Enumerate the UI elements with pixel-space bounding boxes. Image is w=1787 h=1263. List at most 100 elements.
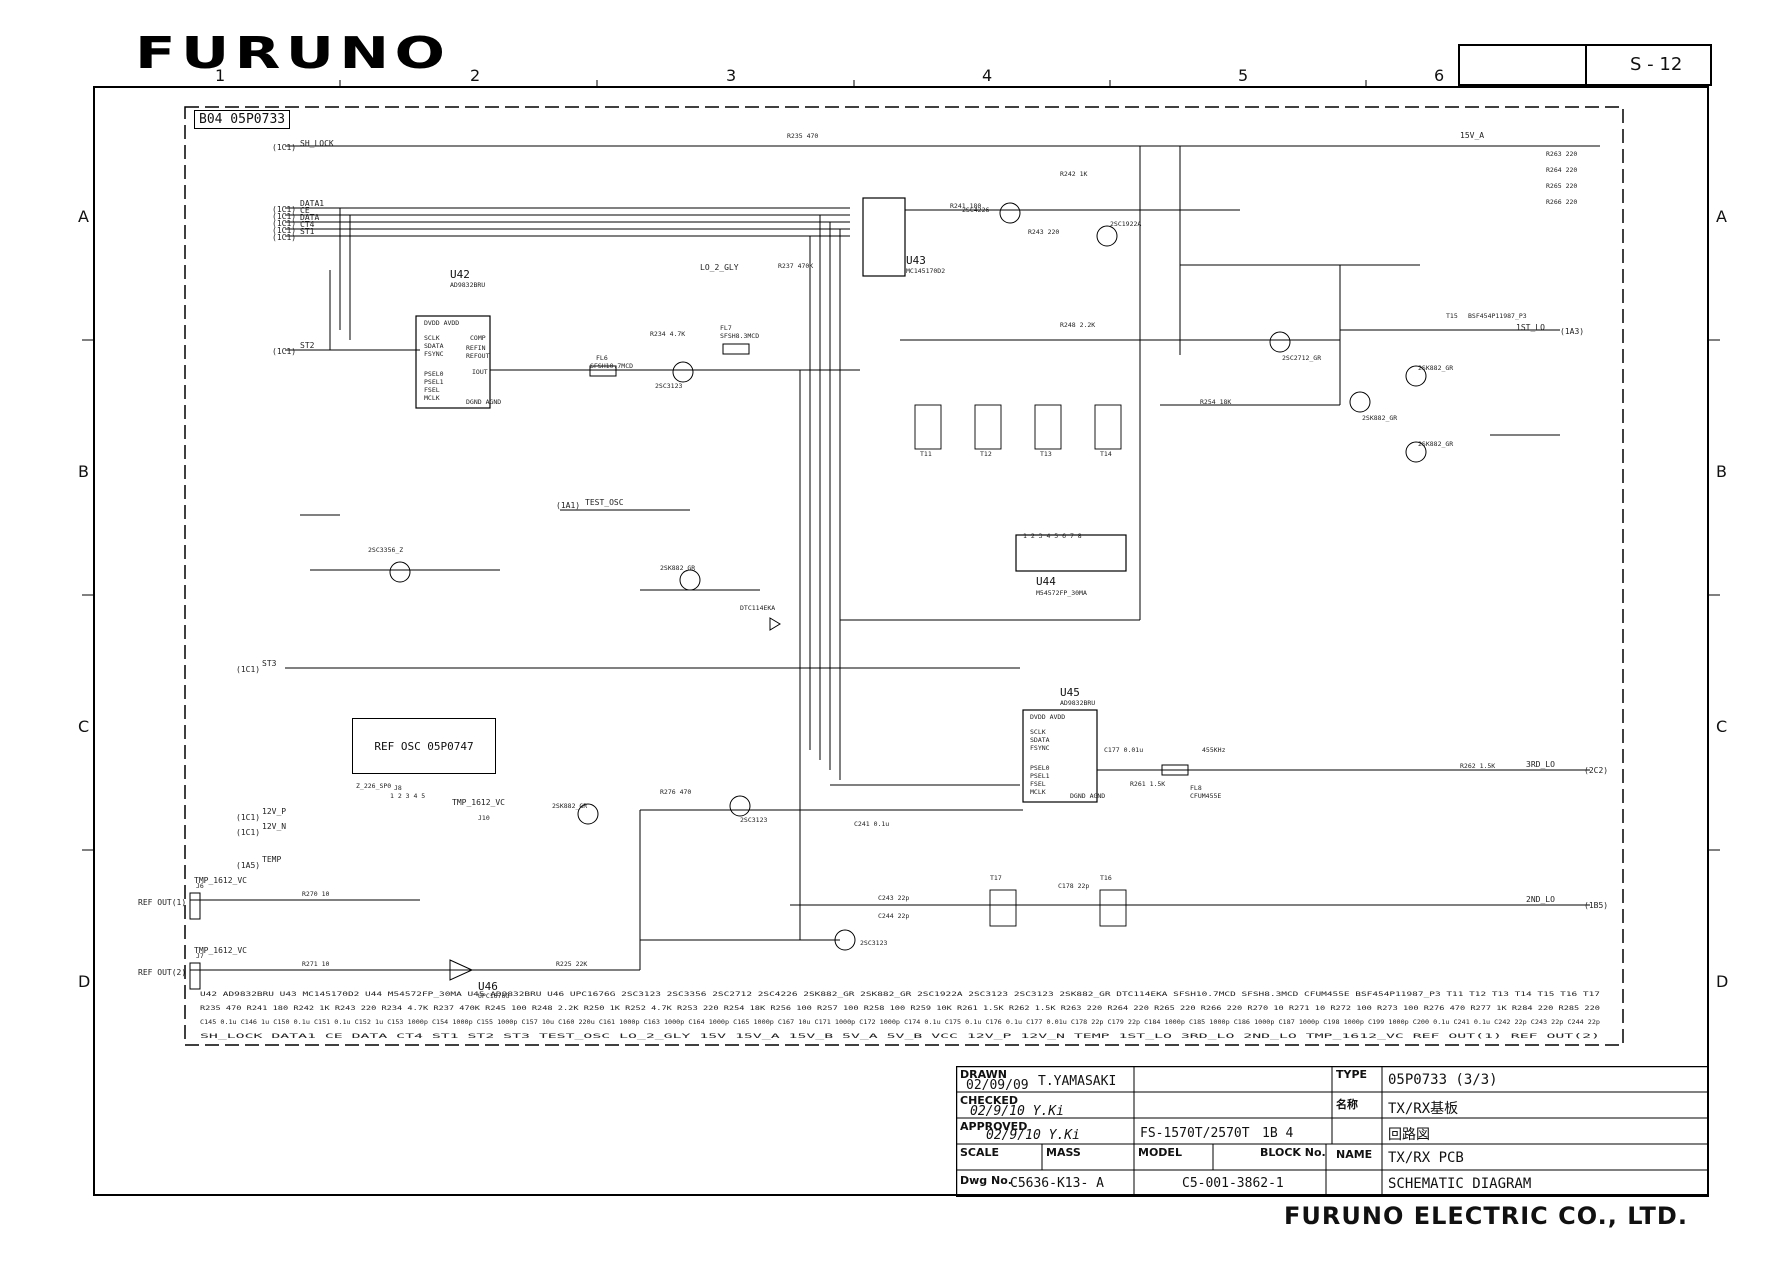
col-label-4: 4 bbox=[982, 66, 993, 85]
checked-value: 02/9/10 Y.Ki bbox=[970, 1104, 1064, 1119]
svg-text:SFSH8.3MCD: SFSH8.3MCD bbox=[720, 332, 759, 340]
svg-text:2SK882_GR: 2SK882_GR bbox=[552, 802, 587, 810]
svg-text:ST2: ST2 bbox=[300, 341, 315, 350]
svg-text:TMP_1612_VC: TMP_1612_VC bbox=[194, 946, 247, 955]
svg-text:DATA: DATA bbox=[300, 213, 319, 222]
svg-text:ST3: ST3 bbox=[262, 659, 277, 668]
svg-text:FL7: FL7 bbox=[720, 324, 732, 332]
svg-text:2SK882_GR: 2SK882_GR bbox=[1418, 364, 1453, 372]
svg-text:U43: U43 bbox=[906, 254, 926, 267]
svg-text:IOUT: IOUT bbox=[472, 368, 488, 376]
row-label-c-right: C bbox=[1716, 717, 1728, 736]
svg-text:(1C1): (1C1) bbox=[272, 143, 296, 152]
svg-text:3RD_LO: 3RD_LO bbox=[1526, 760, 1555, 769]
resistors-list: R235 470 R241 180 R242 1K R243 220 R234 … bbox=[200, 1004, 1600, 1012]
name-label: NAME bbox=[1336, 1148, 1373, 1161]
svg-text:M54572FP_30MA: M54572FP_30MA bbox=[1036, 589, 1087, 597]
furuno-logo: FURUNO bbox=[135, 28, 451, 79]
svg-text:(1A3): (1A3) bbox=[1560, 327, 1584, 336]
svg-text:FSYNC: FSYNC bbox=[1030, 744, 1050, 752]
svg-text:R276 470: R276 470 bbox=[660, 788, 691, 796]
svg-text:R243 220: R243 220 bbox=[1028, 228, 1059, 236]
dwg-label: Dwg No. bbox=[960, 1174, 1012, 1187]
name-value: TX/RX PCB bbox=[1388, 1150, 1464, 1166]
svg-text:J8: J8 bbox=[394, 784, 402, 792]
svg-text:CFUM455E: CFUM455E bbox=[1190, 792, 1221, 800]
svg-text:(1C1): (1C1) bbox=[236, 665, 260, 674]
svg-text:2SK882_GR: 2SK882_GR bbox=[1418, 440, 1453, 448]
mass-label: MASS bbox=[1046, 1146, 1081, 1159]
svg-text:R234 4.7K: R234 4.7K bbox=[650, 330, 685, 338]
svg-text:R262 1.5K: R262 1.5K bbox=[1460, 762, 1495, 770]
svg-text:CE: CE bbox=[300, 206, 310, 215]
svg-text:J6: J6 bbox=[196, 882, 204, 890]
svg-text:COMP: COMP bbox=[470, 334, 486, 342]
svg-text:(1C1): (1C1) bbox=[236, 813, 260, 822]
svg-text:BSF454P11987_P3: BSF454P11987_P3 bbox=[1468, 312, 1527, 320]
svg-text:SDATA: SDATA bbox=[1030, 736, 1050, 744]
svg-text:ST1: ST1 bbox=[300, 227, 315, 236]
row-label-a-right: A bbox=[1716, 207, 1727, 226]
svg-text:J7: J7 bbox=[196, 952, 204, 960]
svg-text:T17: T17 bbox=[990, 874, 1002, 882]
svg-text:CT4: CT4 bbox=[300, 220, 315, 229]
svg-text:(1C1): (1C1) bbox=[272, 205, 296, 214]
svg-text:(1C1): (1C1) bbox=[272, 219, 296, 228]
board-tag: B04 05P0733 bbox=[194, 110, 291, 129]
svg-text:(1C1): (1C1) bbox=[272, 233, 296, 242]
scale-label: SCALE bbox=[960, 1146, 1000, 1159]
svg-text:AD9832BRU: AD9832BRU bbox=[450, 281, 485, 289]
svg-text:R235 470: R235 470 bbox=[787, 132, 818, 140]
svg-text:C241 0.1u: C241 0.1u bbox=[854, 820, 889, 828]
dwg-value-2: C5-001-3862-1 bbox=[1182, 1176, 1284, 1191]
svg-text:T12: T12 bbox=[980, 450, 992, 458]
svg-text:U44: U44 bbox=[1036, 575, 1056, 588]
svg-text:R266 220: R266 220 bbox=[1546, 198, 1577, 206]
model-value: FS-1570T/2570T bbox=[1140, 1126, 1250, 1141]
svg-text:DGND AGND: DGND AGND bbox=[466, 398, 501, 406]
svg-text:FSYNC: FSYNC bbox=[424, 350, 444, 358]
svg-text:2SC1922A: 2SC1922A bbox=[1110, 220, 1141, 228]
svg-text:(1C1): (1C1) bbox=[272, 212, 296, 221]
svg-text:REFOUT: REFOUT bbox=[466, 352, 490, 360]
row-label-d-right: D bbox=[1716, 972, 1729, 991]
block-label: BLOCK No. bbox=[1260, 1146, 1326, 1159]
svg-text:(2C2): (2C2) bbox=[1584, 766, 1608, 775]
svg-text:DVDD AVDD: DVDD AVDD bbox=[424, 319, 459, 327]
svg-text:2SK882_GR: 2SK882_GR bbox=[1362, 414, 1397, 422]
svg-text:T15: T15 bbox=[1446, 312, 1458, 320]
dwg-value: C5636-K13- A bbox=[1010, 1176, 1104, 1191]
drawn-by: T.YAMASAKI bbox=[1038, 1074, 1117, 1089]
svg-text:SCLK: SCLK bbox=[1030, 728, 1046, 736]
svg-text:2SC3123: 2SC3123 bbox=[740, 816, 767, 824]
svg-text:1 2 3 4 5: 1 2 3 4 5 bbox=[390, 792, 425, 800]
col-label-5: 5 bbox=[1238, 66, 1249, 85]
name-jp-label: 名称 bbox=[1336, 1098, 1358, 1111]
svg-text:(1B5): (1B5) bbox=[1584, 901, 1608, 910]
svg-text:R242 1K: R242 1K bbox=[1060, 170, 1087, 178]
row-label-c-left: C bbox=[78, 717, 90, 736]
svg-text:REF OUT(2): REF OUT(2) bbox=[138, 968, 186, 977]
drawn-label: DRAWN bbox=[960, 1068, 1007, 1081]
svg-text:2SC3123: 2SC3123 bbox=[655, 382, 682, 390]
svg-text:(1C1): (1C1) bbox=[272, 347, 296, 356]
svg-text:T16: T16 bbox=[1100, 874, 1112, 882]
approved-label: APPROVED bbox=[960, 1120, 1028, 1133]
svg-text:SFSH10.7MCD: SFSH10.7MCD bbox=[590, 362, 633, 370]
components-list: U42 AD9832BRU U43 MC145170D2 U44 M54572F… bbox=[200, 990, 1600, 998]
svg-text:T14: T14 bbox=[1100, 450, 1112, 458]
row-label-a-left: A bbox=[78, 207, 89, 226]
svg-text:FL6: FL6 bbox=[596, 354, 608, 362]
svg-text:R254 18K: R254 18K bbox=[1200, 398, 1231, 406]
svg-text:2SK882_GR: 2SK882_GR bbox=[660, 564, 695, 572]
svg-text:R237 470K: R237 470K bbox=[778, 262, 813, 270]
svg-text:PSEL0: PSEL0 bbox=[1030, 764, 1050, 772]
svg-text:SCLK: SCLK bbox=[424, 334, 440, 342]
svg-text:2SC2712_GR: 2SC2712_GR bbox=[1282, 354, 1321, 362]
svg-text:REF OUT(1): REF OUT(1) bbox=[138, 898, 186, 907]
svg-text:C178 22p: C178 22p bbox=[1058, 882, 1089, 890]
model-label: MODEL bbox=[1138, 1146, 1182, 1159]
svg-text:2SC3356_Z: 2SC3356_Z bbox=[368, 546, 403, 554]
svg-text:(1A5): (1A5) bbox=[236, 861, 260, 870]
